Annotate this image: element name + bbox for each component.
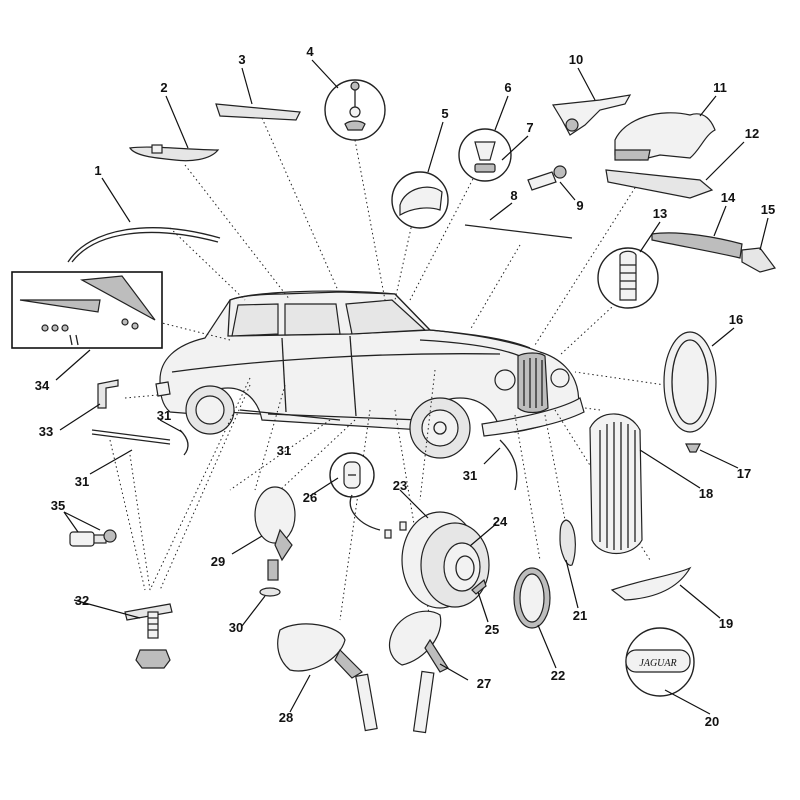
dotted-leaders — [109, 117, 666, 621]
callout-19: 19 — [719, 616, 733, 631]
hood-mascot-icon — [552, 94, 632, 136]
part-1-roof-trim — [67, 227, 221, 263]
part-13-detail-bubble — [597, 247, 659, 309]
part-34-detail-box — [11, 271, 163, 349]
callout-31d: 31 — [75, 474, 89, 489]
part-8-strip — [464, 224, 573, 239]
part-5-detail-bubble — [391, 171, 449, 229]
callout-30: 30 — [229, 620, 243, 635]
car-body-outline — [155, 290, 585, 459]
callout-9: 9 — [576, 198, 583, 213]
callout-32: 32 — [75, 593, 89, 608]
callout-34: 34 — [35, 378, 50, 393]
headlamp-rim-icon — [663, 331, 717, 433]
part-12-trim — [605, 169, 714, 199]
mirror-icon — [388, 610, 449, 734]
badge-text: JAGUAR — [639, 658, 676, 669]
callout-14: 14 — [721, 190, 736, 205]
callout-6: 6 — [504, 80, 511, 95]
callout-numbers: 1 2 3 4 5 6 7 8 9 10 11 12 13 14 15 16 1… — [35, 44, 775, 729]
leaping-jaguar-icon — [614, 112, 716, 161]
callout-22: 22 — [551, 668, 565, 683]
part-29-mirror — [254, 486, 296, 581]
part-2-trim — [129, 144, 220, 162]
callout-16: 16 — [729, 312, 743, 327]
callout-20: 20 — [705, 714, 719, 729]
part-19-wing-badge — [610, 566, 692, 601]
part-30-washer — [259, 587, 281, 597]
callout-26: 26 — [303, 490, 317, 505]
part-3-sill-plate — [215, 103, 301, 121]
part-14-trim — [651, 232, 743, 259]
callout-35: 35 — [51, 498, 65, 513]
callout-5: 5 — [441, 106, 448, 121]
callout-28: 28 — [279, 710, 293, 725]
callout-11: 11 — [713, 80, 727, 95]
callout-31b: 31 — [277, 443, 291, 458]
part-15-end — [741, 247, 777, 273]
badge-icon: JAGUAR — [625, 627, 695, 697]
part-4-detail-bubble — [324, 79, 386, 141]
callout-3: 3 — [238, 52, 245, 67]
part-9-bolt — [527, 165, 567, 191]
callout-10: 10 — [569, 52, 583, 67]
callout-15: 15 — [761, 202, 775, 217]
callout-13: 13 — [653, 206, 667, 221]
part-28-mirror — [277, 623, 378, 732]
part-26-detail-bubble — [329, 452, 407, 539]
callout-23: 23 — [393, 478, 407, 493]
callout-17: 17 — [737, 466, 751, 481]
leader-lines — [55, 59, 769, 715]
callout-24: 24 — [493, 514, 508, 529]
part-25-clip — [471, 578, 487, 595]
grille-icon — [589, 413, 643, 554]
callout-12: 12 — [745, 126, 759, 141]
callout-8: 8 — [510, 188, 517, 203]
callout-27: 27 — [477, 676, 491, 691]
wheel-trim-icon — [401, 511, 490, 609]
part-17-clip — [685, 443, 701, 453]
callout-31c: 31 — [463, 468, 477, 483]
part-22-lamp — [513, 567, 551, 629]
part-33-bracket — [97, 379, 119, 409]
part-35-bolt — [69, 529, 117, 547]
callout-1: 1 — [94, 163, 101, 178]
callout-2: 2 — [160, 80, 167, 95]
callout-33: 33 — [39, 424, 53, 439]
callout-25: 25 — [485, 622, 499, 637]
callout-31a: 31 — [157, 408, 171, 423]
part-21-cap — [559, 519, 576, 566]
callout-18: 18 — [699, 486, 713, 501]
callout-29: 29 — [211, 554, 225, 569]
part-32-bolt — [124, 603, 173, 669]
callout-7: 7 — [526, 120, 533, 135]
part-6-7-detail-bubble — [458, 128, 512, 182]
part-31-strips — [91, 409, 518, 491]
callout-21: 21 — [573, 608, 587, 623]
callout-4: 4 — [306, 44, 314, 59]
